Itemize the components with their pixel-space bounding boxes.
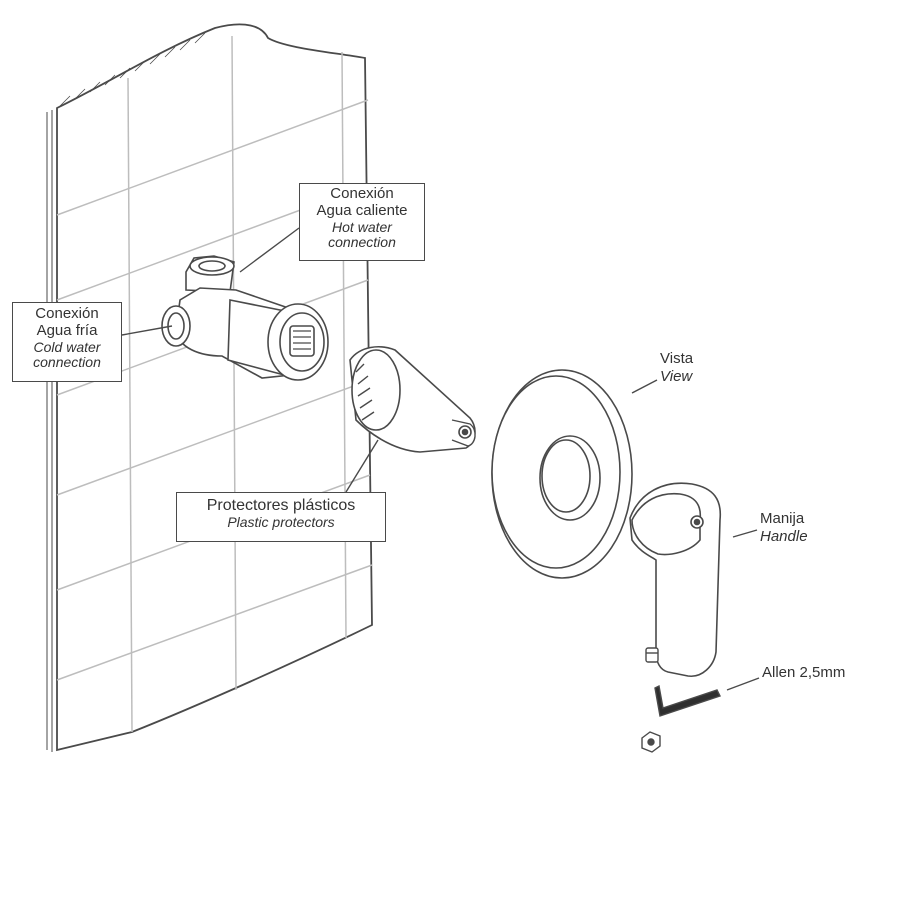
plastic-protectors-label-es: Protectores plásticos xyxy=(206,497,356,514)
protector-base xyxy=(351,349,401,431)
plastic-protector xyxy=(349,346,476,453)
view-label-en: View xyxy=(660,368,693,385)
handle-callout: Manija Handle xyxy=(760,510,808,546)
nut xyxy=(641,731,661,753)
handle xyxy=(629,482,722,677)
allen-key xyxy=(654,684,721,717)
cold-water-label-es: Conexión Agua fría xyxy=(35,305,99,339)
allen-key-label: Allen 2,5mm xyxy=(762,664,846,681)
leader-handle xyxy=(732,529,758,538)
view-label-es: Vista xyxy=(660,350,694,367)
plastic-protectors-callout: Protectores plásticos Plastic protectors xyxy=(176,492,386,542)
hot-water-callout: Conexión Agua caliente Hot water connect… xyxy=(299,183,425,261)
wall-outline xyxy=(56,23,373,752)
valve-body xyxy=(161,255,329,381)
cold-water-callout: Conexión Agua fría Cold water connection xyxy=(12,302,122,382)
allen-key-callout: Allen 2,5mm xyxy=(762,664,845,682)
set-screw xyxy=(645,647,659,663)
view-callout: Vista View xyxy=(660,350,693,386)
leader-protector xyxy=(345,439,379,493)
cold-water-label-en: Cold water connection xyxy=(33,338,101,371)
leader-cold xyxy=(121,325,173,336)
tiled-wall xyxy=(46,23,373,752)
leader-allen xyxy=(726,677,760,691)
hot-water-label-en: Hot water connection xyxy=(328,218,396,251)
handle-label-en: Handle xyxy=(760,528,808,545)
plastic-protectors-label-en: Plastic protectors xyxy=(227,513,335,530)
escutcheon-plate xyxy=(491,369,633,579)
wall-top-hatching xyxy=(59,32,206,107)
handle-label-es: Manija xyxy=(760,510,805,527)
leader-hot xyxy=(239,227,300,273)
leader-view xyxy=(631,379,658,394)
wall-edge-hatching xyxy=(46,108,58,752)
hot-water-label-es: Conexión Agua caliente xyxy=(316,185,408,219)
leader-lines xyxy=(121,227,760,691)
